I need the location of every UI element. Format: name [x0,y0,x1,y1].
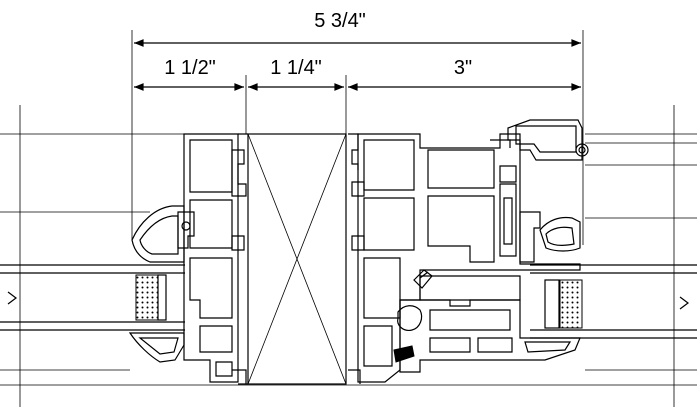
wall-lines [0,105,697,407]
right-sash-profile [357,119,589,383]
glass-unit-right [530,264,697,339]
overall-dimension-label: 5 3/4" [314,10,366,32]
dimension-lines: 5 3/4" 1 1/2" 1 1/4" 3" [131,10,584,245]
left-dimension-label: 1 1/2" [164,57,216,79]
right-dimension-label: 3" [454,57,472,79]
center-mullion [231,133,365,385]
left-sash-profile [128,133,239,383]
glass-unit-left [0,264,185,331]
middle-dimension-label: 1 1/4" [270,57,322,79]
